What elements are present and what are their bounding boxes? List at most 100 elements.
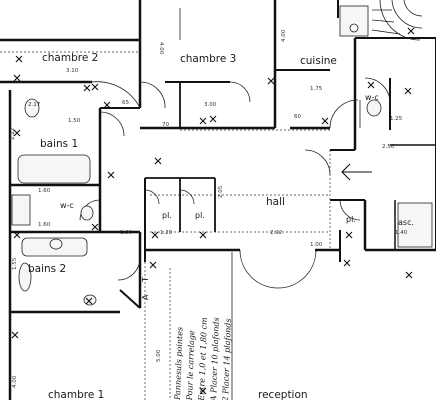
dimension-label: 3.10 xyxy=(66,68,79,74)
staircase-icon xyxy=(379,0,421,41)
dimension-label: 2.92 xyxy=(270,230,282,236)
arrow-left-icon xyxy=(341,163,372,181)
dimension-label: 1.40 xyxy=(395,230,408,236)
x-marks xyxy=(11,27,415,395)
room-label-bains-2: bains 2 xyxy=(28,263,66,275)
x-mark-icon xyxy=(199,231,207,239)
room-label-placard-1: pl. xyxy=(162,211,172,220)
x-mark-icon xyxy=(267,77,275,85)
washer-icon xyxy=(11,194,31,226)
room-labels: chambre 2 chambre 3 cuisine bains 1 w-c … xyxy=(28,52,414,400)
x-mark-icon xyxy=(13,129,21,137)
stair-step xyxy=(371,29,401,35)
room-label-hall: hall xyxy=(266,196,285,208)
bathtub-icon xyxy=(17,154,91,184)
door-swing xyxy=(99,111,125,137)
x-mark-icon xyxy=(103,101,111,109)
x-mark-icon xyxy=(199,115,217,125)
entrance-door-swing xyxy=(239,249,317,289)
letter-a: A xyxy=(141,294,150,300)
door-swing xyxy=(179,189,195,205)
room-label-wc-right: w-c xyxy=(365,93,379,102)
x-mark-icon xyxy=(405,271,413,279)
dimension-label: 1.00 xyxy=(120,230,133,236)
stair-step xyxy=(371,19,395,23)
dimension-label: 1.50 xyxy=(68,118,81,124)
toilet-icon xyxy=(80,205,94,221)
x-mark-icon xyxy=(11,331,19,339)
door-swing xyxy=(139,81,166,109)
toilet-icon xyxy=(366,99,382,117)
handwritten-note-4: A Placer 10 plafonds xyxy=(209,317,221,400)
fixtures xyxy=(11,0,433,306)
room-label-cuisine: cuisine xyxy=(300,55,337,67)
dimension-label: 2.22 xyxy=(10,128,16,140)
x-mark-icon xyxy=(404,87,412,95)
sink-icon xyxy=(18,262,32,292)
door-swing xyxy=(329,99,359,129)
sink-icon xyxy=(49,238,63,250)
dimension-label: 4.00 xyxy=(158,42,164,55)
x-mark-icon xyxy=(83,83,99,92)
dimension-label: 1.20 xyxy=(160,230,173,236)
staircase-icon xyxy=(391,0,423,29)
construction-lines xyxy=(0,8,361,400)
x-mark-icon xyxy=(343,259,351,267)
room-label-bains-1: bains 1 xyxy=(40,138,78,150)
dimension-label: 70 xyxy=(162,122,169,128)
wall-segment xyxy=(119,289,141,309)
dimension-label: 1.60 xyxy=(38,222,51,228)
door-swing xyxy=(339,199,361,221)
room-label-placard-3: pl. xyxy=(346,215,356,224)
dimension-label: 2.50 xyxy=(382,144,395,150)
letter-t: T xyxy=(141,277,150,283)
dimension-label: 1.55 xyxy=(12,257,18,270)
dimension-label: 3.00 xyxy=(204,102,217,108)
room-label-ascenseur: asc. xyxy=(398,218,414,227)
door-swing xyxy=(91,81,141,109)
dimension-label: 2.17 xyxy=(28,102,41,108)
x-mark-icon xyxy=(151,231,159,239)
x-mark-icon xyxy=(13,74,21,82)
dimension-label: 65 xyxy=(122,100,129,106)
x-mark-icon xyxy=(149,261,157,269)
dimension-label: 4.00 xyxy=(281,29,287,42)
x-mark-icon xyxy=(13,231,21,239)
dimension-label: 1.00 xyxy=(310,242,323,248)
dimension-label: 2.05 xyxy=(218,185,224,198)
handwritten-note-5: 2 Placer 14 plafonds xyxy=(221,318,233,400)
dimension-label: 1.25 xyxy=(390,116,403,122)
room-label-placard-2: pl. xyxy=(195,211,205,220)
handwritten-notes: Pannesuls pointes Pour le carrelage Entr… xyxy=(173,317,233,400)
x-mark-icon xyxy=(91,223,99,231)
x-mark-icon xyxy=(15,55,23,63)
x-mark-icon xyxy=(154,157,162,165)
dimension-label: 5.00 xyxy=(156,349,162,362)
door-swing xyxy=(364,77,391,104)
door-swing xyxy=(229,81,251,103)
staircase-icon xyxy=(403,0,423,17)
x-mark-icon xyxy=(367,81,375,89)
room-label-chambre-2: chambre 2 xyxy=(42,52,98,64)
x-mark-icon xyxy=(107,171,115,179)
room-label-chambre-1: chambre 1 xyxy=(48,389,104,400)
room-label-wc-left: w-c xyxy=(60,201,74,210)
burner-icon xyxy=(349,23,359,33)
x-mark-icon xyxy=(345,231,353,239)
handwritten-note-1: Pannesuls pointes xyxy=(173,327,185,400)
dimension-label: 60 xyxy=(294,114,301,120)
elevator-icon xyxy=(397,202,433,248)
handwritten-note-3: Entre 1,0 et 1,80 cm xyxy=(197,317,209,400)
dimension-label: 1.60 xyxy=(38,188,51,194)
handwritten-note-2: Pour le carrelage xyxy=(185,330,196,400)
room-label-chambre-3: chambre 3 xyxy=(180,53,236,65)
dimension-label: 4.00 xyxy=(12,375,18,388)
room-label-reception: reception xyxy=(258,389,308,400)
x-mark-icon xyxy=(407,27,415,35)
dimension-label: 1.75 xyxy=(310,86,323,92)
door-swing xyxy=(304,149,331,176)
x-mark-icon xyxy=(199,387,207,395)
dimension-labels: 3.10 4.00 4.00 2.17 3.00 1.75 2.22 1.25 … xyxy=(10,29,408,388)
